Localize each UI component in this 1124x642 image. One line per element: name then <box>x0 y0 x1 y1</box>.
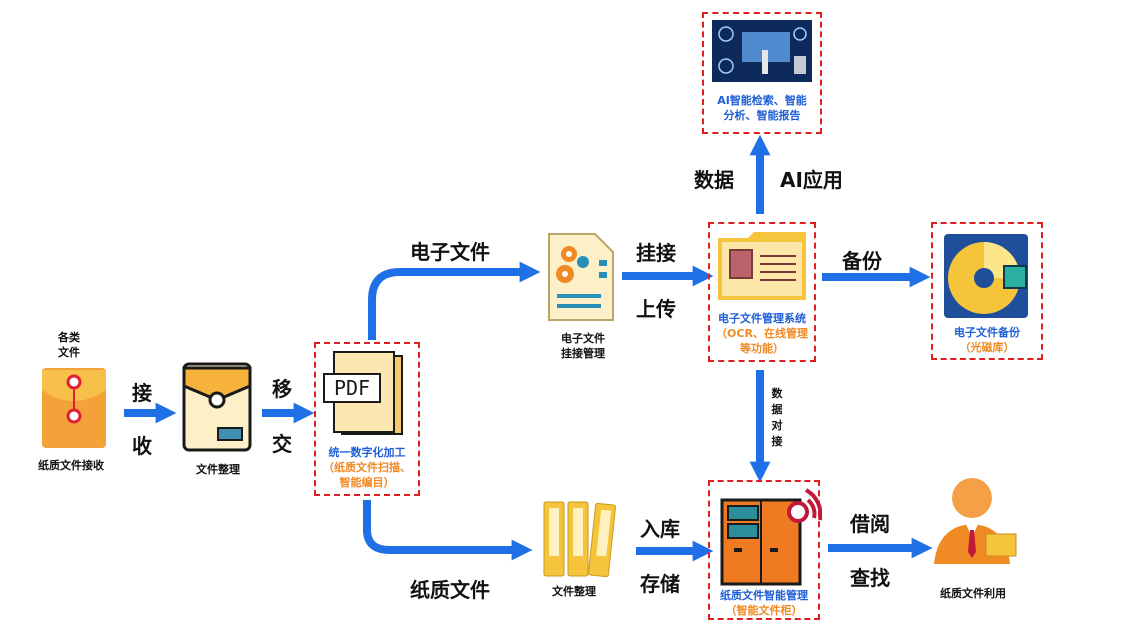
step-store-top: 入库 <box>640 517 680 541</box>
ai-line2: 分析、智能报告 <box>723 109 801 122</box>
step-receive-char1: 接 <box>132 381 152 405</box>
step-store-bottom: 存储 <box>640 572 680 596</box>
ai-label-right: AI应用 <box>780 168 843 192</box>
step-receive-char2: 收 <box>132 434 152 458</box>
pdf-icon: PDF <box>323 351 403 435</box>
step-borrow-bottom: 查找 <box>850 566 890 590</box>
step-transfer-char2: 交 <box>272 432 292 456</box>
disc-icon <box>944 234 1028 318</box>
ai-box <box>702 12 822 134</box>
smart-cabinet-icon <box>720 488 822 586</box>
backup-line2: （光磁库） <box>959 341 1015 354</box>
data-link-label: 数据对接 <box>771 387 783 448</box>
backup-box <box>931 222 1043 360</box>
backup-line1: 电子文件备份 <box>954 326 1020 339</box>
folder-card-icon <box>718 232 806 300</box>
digitize-line3: 智能编目） <box>339 476 395 489</box>
pdf-text: PDF <box>334 376 370 400</box>
step-transfer-char1: 移 <box>272 377 292 401</box>
cabinet-box <box>708 480 820 620</box>
digitize-line1: 统一数字化加工 <box>328 446 406 459</box>
sort-caption: 文件整理 <box>196 463 240 476</box>
step-mount-top: 挂接 <box>636 241 676 265</box>
gear-document-icon <box>548 233 614 321</box>
ai-line1: AI智能检索、智能 <box>717 94 807 107</box>
file-folder-icon <box>182 362 252 452</box>
envelope-icon <box>42 368 106 448</box>
digitize-box <box>314 342 420 496</box>
ems-line1: 电子文件管理系统 <box>718 312 806 325</box>
business-person-icon <box>934 478 1017 564</box>
digitize-line2: （纸质文件扫描、 <box>323 461 411 474</box>
receive-caption: 纸质文件接收 <box>38 459 104 472</box>
ems-box <box>708 222 816 362</box>
backup-label: 备份 <box>842 249 882 273</box>
arrow-paper-branch <box>363 500 533 561</box>
branch-electronic-label: 电子文件 <box>410 240 490 264</box>
branch-paper-label: 纸质文件 <box>410 578 490 602</box>
arrow-electronic-branch <box>368 261 541 340</box>
mount-caption-line1: 电子文件 <box>561 332 605 345</box>
binders-icon <box>543 501 616 578</box>
ai-dashboard-image <box>712 20 812 82</box>
mount-caption-line2: 挂接管理 <box>561 347 605 360</box>
cabinet-line1: 纸质文件智能管理 <box>720 589 808 602</box>
cabinet-line2: （智能文件柜） <box>725 604 803 617</box>
step-borrow-top: 借阅 <box>850 512 890 536</box>
ai-label-left: 数据 <box>694 168 734 192</box>
step-mount-bottom: 上传 <box>636 297 676 321</box>
use-caption: 纸质文件利用 <box>940 587 1006 600</box>
receive-top-label: 各类 文件 <box>58 331 80 359</box>
paper-sort-caption: 文件整理 <box>552 585 596 598</box>
ems-line2: （OCR、在线管理 <box>716 327 808 340</box>
ems-line3: 等功能） <box>740 342 784 355</box>
